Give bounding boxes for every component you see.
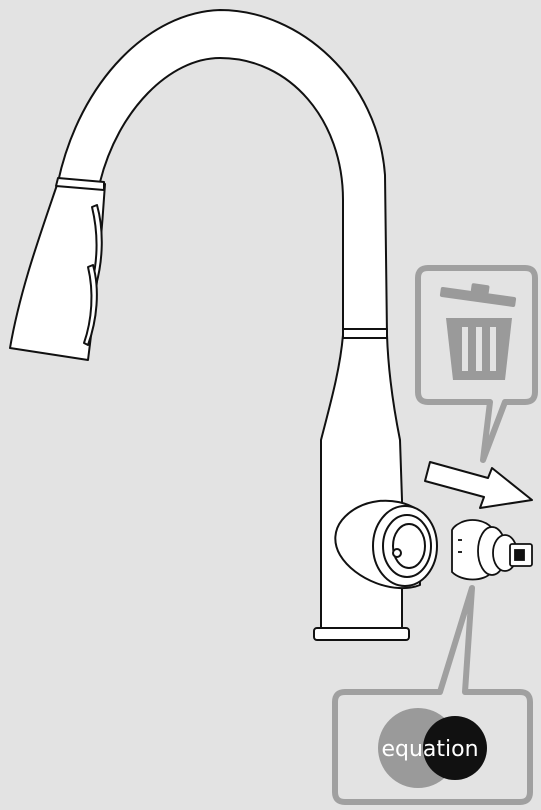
faucet — [10, 10, 437, 640]
cartridge-socket-pin — [393, 549, 401, 557]
removal-arrow — [425, 462, 532, 508]
cartridge-stem-tip — [515, 550, 524, 560]
discard-callout — [418, 268, 535, 460]
brand-logo-text: equation — [381, 737, 478, 762]
spout-band — [343, 329, 387, 338]
cartridge-socket-inner — [393, 524, 425, 568]
faucet-spout — [58, 10, 387, 335]
faucet-base — [314, 628, 409, 640]
cartridge — [452, 520, 532, 580]
